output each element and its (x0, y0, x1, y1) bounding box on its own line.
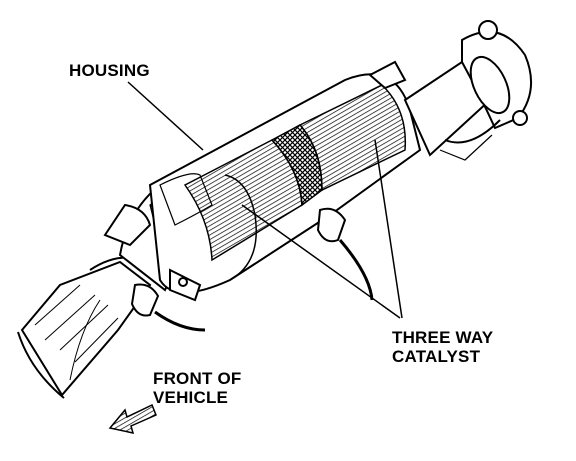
catalyst-label-line1: THREE WAY (392, 328, 494, 347)
front-pipe (17, 256, 166, 399)
front-label-line2: VEHICLE (153, 388, 229, 407)
housing-label: HOUSING (69, 61, 150, 80)
three-way-catalyst-label: THREE WAY CATALYST (392, 328, 493, 366)
catalyst-bricks (183, 84, 407, 262)
mounting-brackets (103, 60, 407, 302)
front-arrow-icon (108, 403, 157, 434)
catalyst-label-line2: CATALYST (392, 347, 481, 366)
front-label-line1: FRONT OF (153, 369, 242, 388)
front-of-vehicle-label: FRONT OF VEHICLE (153, 369, 241, 407)
leader-lines (127, 81, 403, 319)
outlet-flange (403, 20, 533, 161)
oxygen-sensors (130, 207, 374, 332)
housing-label-text: HOUSING (69, 61, 150, 80)
